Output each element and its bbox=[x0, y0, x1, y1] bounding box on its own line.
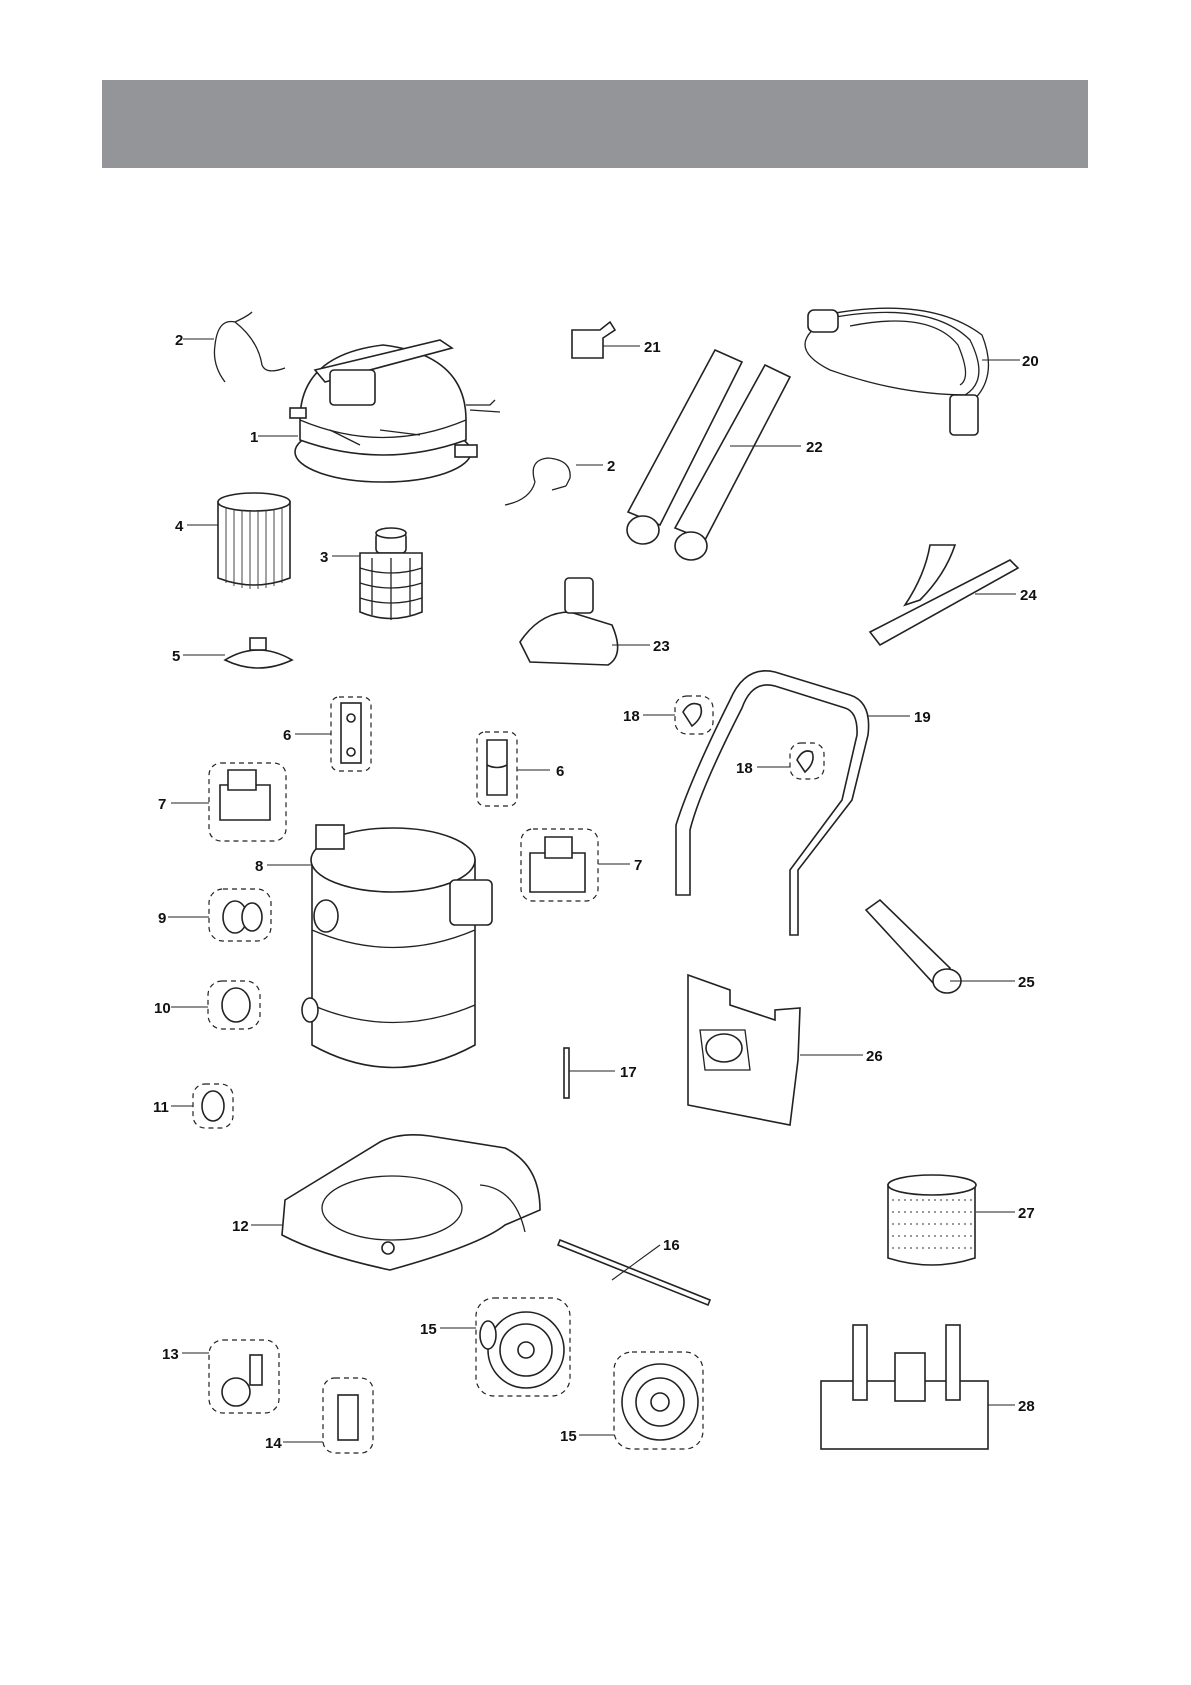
callout-22: 22 bbox=[806, 439, 823, 456]
callout-5: 5 bbox=[172, 648, 180, 665]
part-22-extension-wands bbox=[627, 350, 790, 560]
callout-26: 26 bbox=[866, 1048, 883, 1065]
callout-10: 10 bbox=[154, 1000, 171, 1017]
part-15-wheel-upper bbox=[476, 1298, 570, 1396]
callout-14: 14 bbox=[265, 1435, 282, 1452]
callout-19: 19 bbox=[914, 709, 931, 726]
callout-8: 8 bbox=[255, 858, 263, 875]
callout-12: 12 bbox=[232, 1218, 249, 1235]
callout-20: 20 bbox=[1022, 353, 1039, 370]
part-6-clamp-right bbox=[477, 732, 517, 806]
part-6-clamp-left bbox=[331, 697, 371, 771]
callout-24: 24 bbox=[1020, 587, 1037, 604]
part-24-floor-squeegee bbox=[870, 545, 1018, 645]
part-19-push-handle bbox=[676, 671, 869, 935]
part-14-caster-fixed bbox=[323, 1378, 373, 1453]
part-26-filter-bag bbox=[688, 975, 800, 1125]
callout-3: 3 bbox=[320, 549, 328, 566]
part-27-foam-filter bbox=[888, 1175, 976, 1265]
callout-18a: 18 bbox=[623, 708, 640, 725]
part-23-utility-nozzle bbox=[520, 578, 618, 665]
part-4-cartridge-filter bbox=[218, 493, 290, 589]
callout-15b: 15 bbox=[560, 1428, 577, 1445]
part-20-hose bbox=[805, 308, 988, 435]
callout-23: 23 bbox=[653, 638, 670, 655]
part-9-inlet-fitting bbox=[209, 889, 271, 941]
callout-6a: 6 bbox=[283, 727, 291, 744]
callout-11: 11 bbox=[153, 1099, 169, 1116]
part-8-drum bbox=[302, 825, 492, 1068]
callout-1: 1 bbox=[250, 429, 258, 446]
callout-7a: 7 bbox=[158, 796, 166, 813]
part-10-drain-fitting bbox=[208, 981, 260, 1029]
callout-27: 27 bbox=[1018, 1205, 1035, 1222]
part-18-clip-upper bbox=[675, 696, 713, 734]
callout-18b: 18 bbox=[736, 760, 753, 777]
callout-28: 28 bbox=[1018, 1398, 1035, 1415]
part-15-wheel-lower bbox=[614, 1352, 703, 1449]
callout-16: 16 bbox=[663, 1237, 680, 1254]
part-21-hose-adapter bbox=[572, 322, 615, 358]
callout-21: 21 bbox=[644, 339, 661, 356]
callout-15a: 15 bbox=[420, 1321, 437, 1338]
callout-9: 9 bbox=[158, 910, 166, 927]
leader-lines bbox=[168, 339, 1020, 1442]
callout-25: 25 bbox=[1018, 974, 1035, 991]
callout-6b: 6 bbox=[556, 763, 564, 780]
part-5-float-cap bbox=[225, 638, 292, 668]
part-18-clip-lower bbox=[790, 743, 824, 779]
callout-13: 13 bbox=[162, 1346, 179, 1363]
callout-7b: 7 bbox=[634, 857, 642, 874]
part-2-wire-handle-left bbox=[214, 312, 285, 382]
part-7-latch-right bbox=[521, 829, 598, 901]
part-12-base-dolly bbox=[282, 1135, 540, 1270]
callout-17: 17 bbox=[620, 1064, 637, 1081]
part-25-crevice-tool bbox=[866, 900, 961, 993]
part-28-accessory-kit bbox=[821, 1325, 988, 1449]
part-1-motor-head bbox=[290, 340, 500, 482]
part-3-filter-cage bbox=[360, 528, 422, 620]
part-17-screw bbox=[564, 1048, 569, 1098]
part-16-axle bbox=[558, 1240, 710, 1305]
callout-2a: 2 bbox=[175, 332, 183, 349]
part-2-wire-handle-center bbox=[505, 458, 570, 505]
callout-4: 4 bbox=[175, 518, 184, 535]
callout-2b: 2 bbox=[607, 458, 615, 475]
part-7-latch-left bbox=[209, 763, 286, 841]
part-11-drain-cap bbox=[193, 1084, 233, 1128]
part-13-caster-swivel bbox=[209, 1340, 279, 1413]
